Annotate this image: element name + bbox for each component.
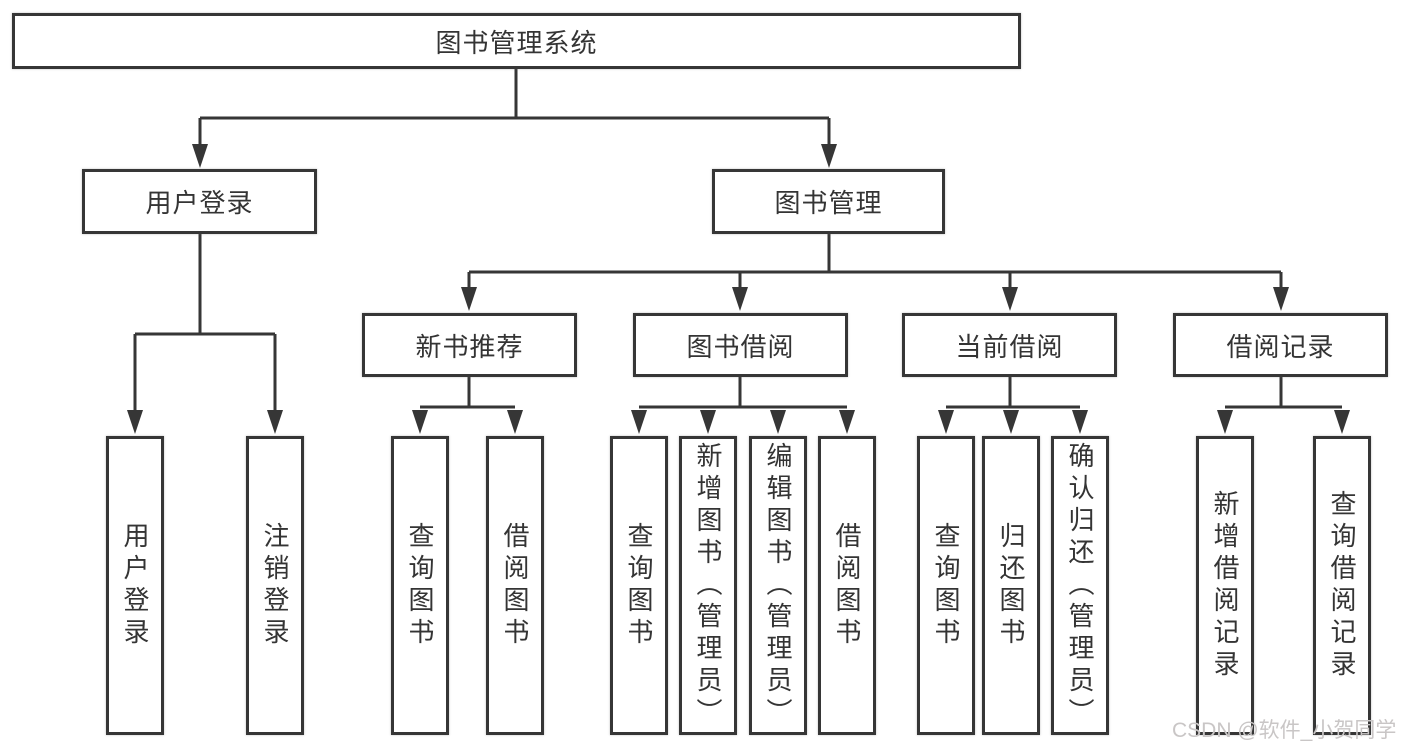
leaf-borrow-books-borrowing: 借阅图书	[818, 436, 876, 735]
node-current-borrowing: 当前借阅	[902, 313, 1117, 377]
leaf-add-borrow-record: 新增借阅记录	[1196, 436, 1254, 735]
leaf-logout: 注销登录	[246, 436, 304, 735]
leaf-return-books: 归还图书	[982, 436, 1040, 735]
leaf-query-books-recommend: 查询图书	[391, 436, 449, 735]
node-user-login: 用户登录	[82, 169, 317, 234]
node-new-book-recommendation: 新书推荐	[362, 313, 577, 377]
csdn-watermark: CSDN @软件_小贺同学	[1172, 719, 1397, 742]
leaf-borrow-books-recommend: 借阅图书	[486, 436, 544, 735]
leaf-confirm-return-admin: 确认归还（管理员）	[1051, 436, 1109, 735]
leaf-query-borrow-record: 查询借阅记录	[1313, 436, 1371, 735]
node-borrowing-records: 借阅记录	[1173, 313, 1388, 377]
node-book-management: 图书管理	[712, 169, 945, 234]
node-root: 图书管理系统	[12, 13, 1021, 69]
leaf-query-books-borrowing: 查询图书	[610, 436, 668, 735]
leaf-edit-books-admin: 编辑图书（管理员）	[749, 436, 807, 735]
leaf-user-login: 用户登录	[106, 436, 164, 735]
leaf-query-books-current: 查询图书	[917, 436, 975, 735]
node-book-borrowing: 图书借阅	[633, 313, 848, 377]
leaf-add-books-admin: 新增图书（管理员）	[679, 436, 737, 735]
